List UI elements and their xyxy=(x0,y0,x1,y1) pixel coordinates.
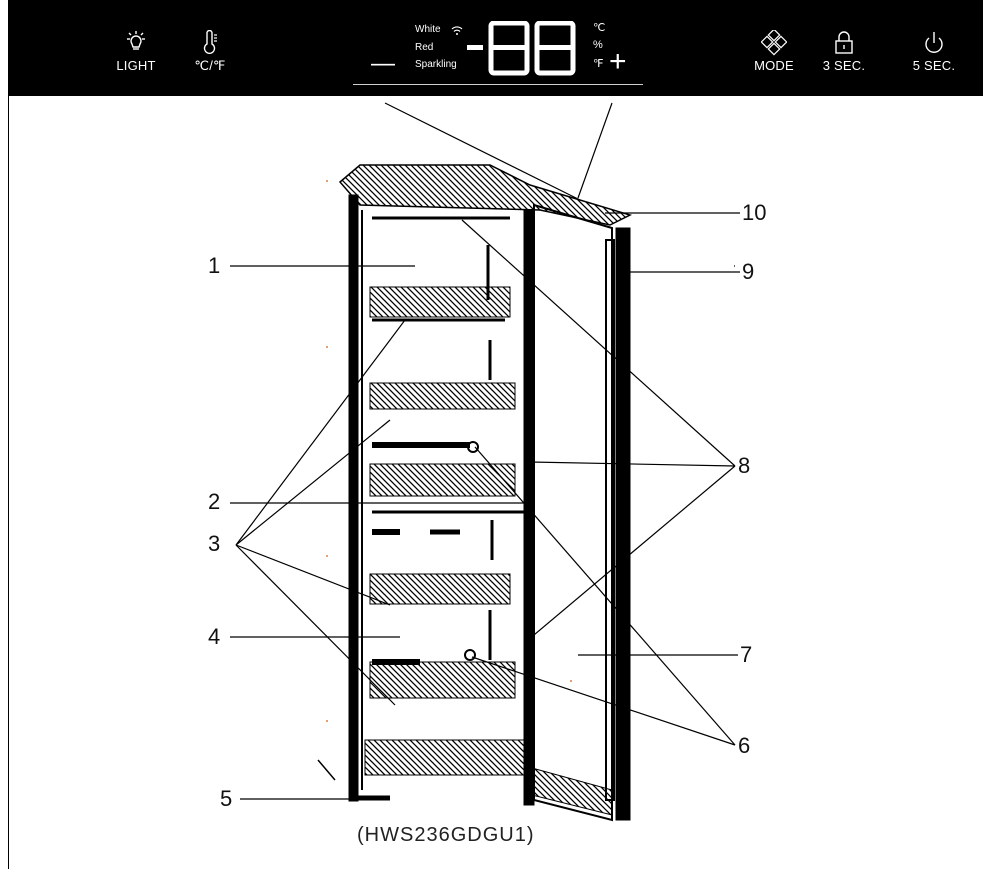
callout-10: 10 xyxy=(742,200,767,225)
callout-1: 1 xyxy=(208,253,221,278)
cabinet-drawing xyxy=(317,164,633,822)
lock-button[interactable]: 3 SEC. xyxy=(814,30,874,73)
lock-icon xyxy=(835,31,853,54)
callout-2: 2 xyxy=(208,489,221,514)
minus-button[interactable]: — xyxy=(371,50,395,77)
light-label: LIGHT xyxy=(116,58,156,73)
thermometer-icon xyxy=(203,30,217,54)
model-number: (HWS236GDGU1) xyxy=(357,824,535,846)
control-panel: LIGHT ℃/℉ White Red Sparkling ℃ % ℉ xyxy=(8,0,983,96)
mode-red-label: Red xyxy=(415,42,434,53)
callout-5: 5 xyxy=(220,786,233,811)
unit-fahrenheit-label: ℉ xyxy=(593,58,604,70)
plus-button[interactable]: + xyxy=(609,45,627,78)
mode-sparkling-label: Sparkling xyxy=(415,59,457,70)
unit-toggle-button[interactable]: ℃/℉ xyxy=(180,30,240,74)
callout-6: 6 xyxy=(738,733,751,758)
mode-button[interactable]: MODE xyxy=(744,30,804,73)
mode-label: MODE xyxy=(754,58,794,73)
unit-percent-label: % xyxy=(593,39,603,51)
callout-4: 4 xyxy=(208,624,221,649)
seven-segment-digits xyxy=(467,21,576,76)
unit-celsius-label: ℃ xyxy=(593,22,606,34)
mode-white-label: White xyxy=(415,24,441,35)
page-left-border xyxy=(8,96,9,869)
callout-7: 7 xyxy=(740,642,753,667)
display-underline xyxy=(353,84,643,85)
light-button[interactable]: LIGHT xyxy=(106,30,166,73)
power-label: 5 SEC. xyxy=(912,58,956,73)
callout-3: 3 xyxy=(208,531,221,556)
temperature-display: White Red Sparkling ℃ % ℉ — + xyxy=(353,8,643,90)
callout-9: 9 xyxy=(742,259,755,284)
lock-label: 3 SEC. xyxy=(822,58,866,73)
wifi-icon xyxy=(451,26,463,35)
callout-8: 8 xyxy=(738,453,751,478)
power-button[interactable]: 5 SEC. xyxy=(904,30,964,73)
unit-label: ℃/℉ xyxy=(194,58,226,73)
power-icon xyxy=(925,32,943,53)
mode-diamond-icon xyxy=(761,30,787,56)
leader-lines xyxy=(230,102,740,800)
light-bulb-icon xyxy=(127,31,145,50)
